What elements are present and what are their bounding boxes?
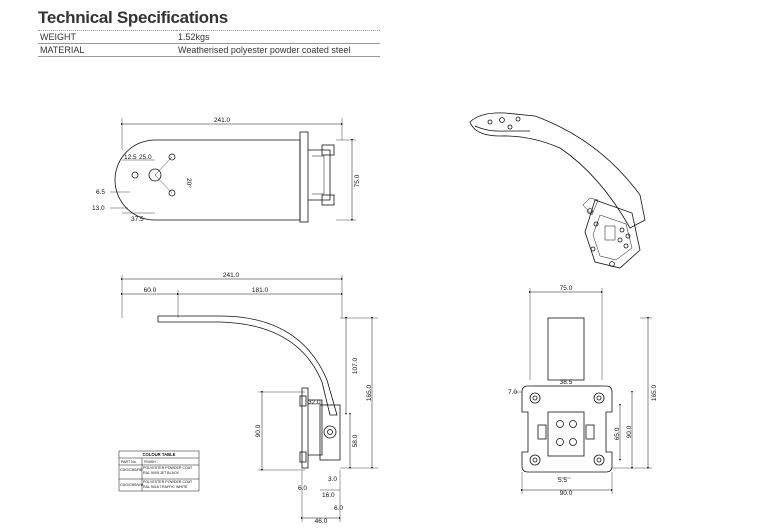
dim-side-small-b: 6.0 (298, 485, 307, 492)
colour-table-col-part: PART No. (121, 460, 137, 464)
spec-label: WEIGHT (40, 32, 76, 42)
page-title: Technical Specifications (38, 8, 228, 27)
dim-top-height: 75.0 (354, 174, 361, 187)
spec-label: MATERIAL (40, 45, 85, 55)
colour-table-part: CDG/CBS/RB (120, 468, 143, 472)
top-view-drawing (110, 118, 356, 223)
dim-top-hole-dia: 6.5 (96, 189, 105, 196)
dim-top-hole-offset: 25.0 (139, 154, 152, 161)
dim-front-small: 5.5 (558, 477, 567, 484)
colour-table-part: CDG/CBS/WH (120, 483, 144, 487)
spec-row-weight: WEIGHT 1.52kgs (38, 30, 380, 44)
dim-top-hole-spacing: 12.5 (124, 154, 137, 161)
dim-front-edge: 7.0 (508, 389, 517, 396)
dim-side-small-c: 6.0 (334, 505, 343, 512)
dim-side-clamp: 32.0 (308, 399, 321, 406)
spec-value: Weatherised polyester powder coated stee… (178, 45, 351, 55)
spec-table: WEIGHT 1.52kgs MATERIAL Weatherised poly… (38, 30, 380, 57)
colour-table (118, 450, 200, 492)
dim-side-lower: 58.0 (352, 434, 359, 447)
dim-front-bottom: 90.0 (560, 490, 573, 497)
dim-side-foot: 16.0 (322, 492, 335, 499)
dim-top-edge: 13.0 (92, 205, 105, 212)
spec-value: 1.52kgs (178, 32, 210, 42)
dim-top-overall: 241.0 (214, 117, 231, 124)
dim-side-rise: 107.0 (352, 357, 359, 374)
dim-front-plate-height: 90.0 (626, 425, 633, 438)
dim-front-width: 75.0 (560, 285, 573, 292)
dim-side-right: 181.0 (252, 287, 269, 294)
dim-side-plate-height: 90.0 (255, 424, 262, 437)
colour-table-title: COLOUR TABLE (143, 452, 176, 457)
colour-table-col-finish: FINISH (144, 460, 156, 464)
dim-side-small-a: 3.0 (328, 476, 337, 483)
dim-front-hole-spacing: 65.0 (614, 427, 621, 440)
dim-side-base: 46.0 (315, 518, 328, 525)
dim-top-angle: 20° (185, 178, 193, 188)
dim-side-overall: 241.0 (223, 272, 240, 279)
front-view-drawing (514, 288, 652, 494)
isometric-view-drawing (469, 112, 646, 269)
dim-side-total-height: 165.0 (366, 384, 373, 401)
colour-table-finish: POLYESTER POWDER COAT RAL 9016 TRAFFIC W… (143, 480, 193, 489)
dim-side-left: 60.0 (144, 287, 157, 294)
colour-table-finish: POLYESTER POWDER COAT RAL 9005 JET BLACK (143, 466, 193, 475)
spec-row-material: MATERIAL Weatherised polyester powder co… (38, 44, 380, 57)
dim-front-holes: 38.5 (560, 379, 573, 386)
side-view-drawing (121, 275, 378, 522)
dim-top-centre: 37.5 (131, 216, 144, 223)
dim-front-total-height: 165.0 (651, 384, 658, 401)
